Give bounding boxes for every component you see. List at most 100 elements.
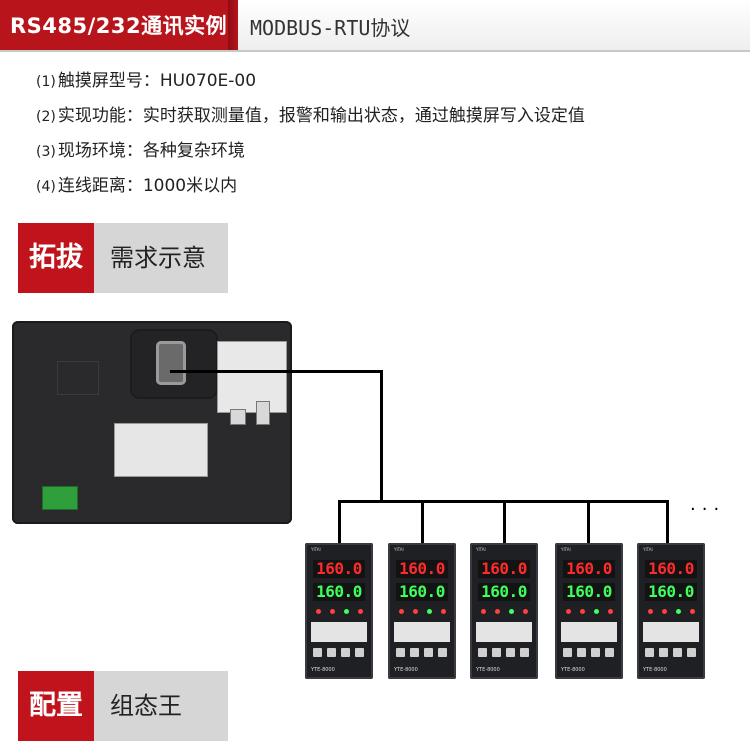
header-title: RS485/232通讯实例: [10, 14, 228, 38]
left-arrow-button: [563, 648, 572, 657]
spec-text: 现场环境：各种复杂环境: [57, 141, 245, 161]
led-icon: [316, 609, 321, 614]
controller-brand: YITAI: [476, 547, 486, 552]
led-icon: [690, 609, 695, 614]
header-title-edge: [228, 0, 238, 50]
led-icon: [330, 609, 335, 614]
led-icon: [413, 609, 418, 614]
up-arrow-button: [591, 648, 600, 657]
usb-port-icon: [256, 401, 270, 425]
spec-item: (2)实现功能：实时获取测量值，报警和输出状态，通过触摸屏写入设定值: [36, 103, 585, 138]
spec-num: (4): [36, 179, 56, 195]
controller-brand: YITAI: [394, 547, 404, 552]
left-arrow-button: [478, 648, 487, 657]
set-button: [438, 648, 447, 657]
up-arrow-button: [506, 648, 515, 657]
down-arrow-button: [410, 648, 419, 657]
led-icon: [399, 609, 404, 614]
serial-port-icon: [156, 341, 186, 385]
spec-num: (1): [36, 74, 56, 90]
hmi-device-image: [12, 321, 292, 524]
led-icon: [580, 609, 585, 614]
led-icon: [441, 609, 446, 614]
spec-text: 实现功能：实时获取测量值，报警和输出状态，通过触摸屏写入设定值: [57, 106, 585, 126]
section-config: 配置 组态王: [18, 671, 228, 741]
hmi-wiring-label: [217, 341, 287, 413]
spec-item: (3)现场环境：各种复杂环境: [36, 138, 585, 173]
pv-display: 160.0: [313, 560, 365, 578]
led-icon: [676, 609, 681, 614]
led-icon: [509, 609, 514, 614]
sv-display: 160.0: [313, 583, 365, 601]
led-icon: [495, 609, 500, 614]
controller-model: YTE-8000: [643, 667, 667, 673]
up-arrow-button: [341, 648, 350, 657]
status-leds: [314, 609, 364, 615]
controller-panel: [561, 622, 617, 642]
led-icon: [608, 609, 613, 614]
wire-tap: [503, 500, 506, 544]
status-leds: [564, 609, 614, 615]
spec-num: (3): [36, 144, 56, 160]
power-terminal-icon: [42, 486, 78, 510]
wire-drop: [380, 370, 383, 502]
spec-text: 触摸屏型号：HU070E-00: [57, 71, 257, 91]
up-arrow-button: [424, 648, 433, 657]
pv-display: 160.0: [396, 560, 448, 578]
section-demand: 拓拔 需求示意: [18, 223, 228, 293]
temperature-controller: YITAI 160.0 160.0 YTE-8000: [388, 543, 456, 679]
protocol-label: MODBUS-RTU协议: [250, 16, 411, 40]
wire-tap: [666, 500, 669, 544]
temperature-controller: YITAI 160.0 160.0 YTE-8000: [637, 543, 705, 679]
status-leds: [479, 609, 529, 615]
down-arrow-button: [659, 648, 668, 657]
led-icon: [594, 609, 599, 614]
sv-display: 160.0: [645, 583, 697, 601]
spec-num: (2): [36, 109, 56, 125]
set-button: [355, 648, 364, 657]
wire-tap: [587, 500, 590, 544]
section-config-label: 组态王: [94, 671, 228, 741]
down-arrow-button: [577, 648, 586, 657]
controller-brand: YITAI: [643, 547, 653, 552]
header-bar: RS485/232通讯实例 MODBUS-RTU协议: [0, 0, 750, 52]
led-icon: [358, 609, 363, 614]
wire-tap: [421, 500, 424, 544]
spec-item: (1)触摸屏型号：HU070E-00: [36, 68, 585, 103]
controller-panel: [643, 622, 699, 642]
status-leds: [646, 609, 696, 615]
led-icon: [648, 609, 653, 614]
set-button: [687, 648, 696, 657]
temperature-controller: YITAI 160.0 160.0 YTE-8000: [470, 543, 538, 679]
left-arrow-button: [396, 648, 405, 657]
controller-model: YTE-8000: [311, 667, 335, 673]
wire-tap: [338, 500, 341, 544]
header-title-block: RS485/232通讯实例: [0, 0, 228, 50]
set-button: [520, 648, 529, 657]
led-icon: [427, 609, 432, 614]
hmi-port-housing: [130, 329, 218, 399]
controller-brand: YITAI: [561, 547, 571, 552]
pv-display: 160.0: [563, 560, 615, 578]
controller-panel: [476, 622, 532, 642]
led-icon: [566, 609, 571, 614]
controller-model: YTE-8000: [476, 667, 500, 673]
pv-display: 160.0: [645, 560, 697, 578]
hmi-vent: [57, 361, 99, 395]
spec-text: 连线距离：1000米以内: [57, 176, 238, 196]
up-arrow-button: [673, 648, 682, 657]
sv-display: 160.0: [478, 583, 530, 601]
temperature-controller: YITAI 160.0 160.0 YTE-8000: [555, 543, 623, 679]
controller-panel: [311, 622, 367, 642]
wire-from-hmi: [170, 370, 382, 373]
down-arrow-button: [492, 648, 501, 657]
section-demand-tag: 拓拔: [18, 223, 94, 293]
spec-list: (1)触摸屏型号：HU070E-00 (2)实现功能：实时获取测量值，报警和输出…: [36, 68, 585, 208]
left-arrow-button: [645, 648, 654, 657]
usb-port-icon: [230, 409, 246, 425]
led-icon: [344, 609, 349, 614]
controller-model: YTE-8000: [394, 667, 418, 673]
hmi-nameplate: [114, 423, 208, 477]
sv-display: 160.0: [396, 583, 448, 601]
set-button: [605, 648, 614, 657]
